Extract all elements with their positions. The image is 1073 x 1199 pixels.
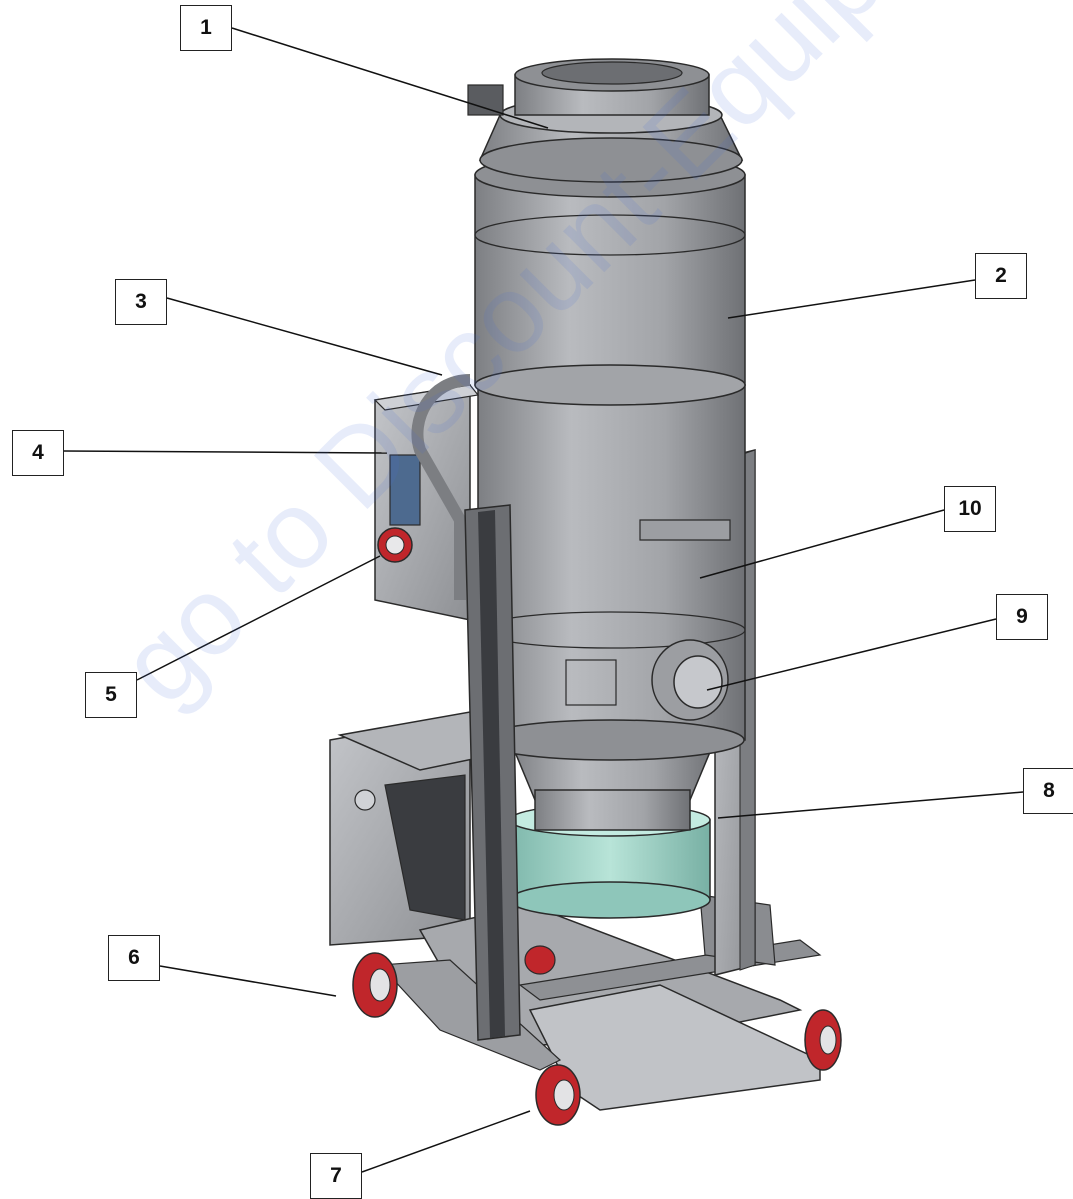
inlet-port bbox=[651, 639, 729, 721]
hose bbox=[411, 374, 471, 600]
callout-1: 1 bbox=[180, 5, 232, 51]
leader-line-10 bbox=[699, 509, 945, 579]
filter-housing bbox=[474, 152, 746, 406]
callout-9: 9 bbox=[996, 594, 1048, 640]
leader-line-7 bbox=[361, 1110, 531, 1173]
leader-line-8 bbox=[717, 791, 1024, 819]
motor-housing bbox=[384, 774, 466, 921]
castor-wheels bbox=[352, 945, 842, 1126]
leader-line-2 bbox=[727, 279, 976, 319]
callout-4: 4 bbox=[12, 430, 64, 476]
callout-10: 10 bbox=[944, 486, 996, 532]
control-box bbox=[373, 384, 480, 621]
callout-7: 7 bbox=[310, 1153, 362, 1199]
leader-line-6 bbox=[159, 965, 337, 997]
callout-8: 8 bbox=[1023, 768, 1073, 814]
callout-5: 5 bbox=[85, 672, 137, 718]
leader-line-9 bbox=[706, 618, 997, 691]
leader-lines bbox=[63, 27, 1024, 1173]
callout-6: 6 bbox=[108, 935, 160, 981]
leader-line-5 bbox=[136, 555, 381, 681]
callout-3: 3 bbox=[115, 279, 167, 325]
leader-line-4 bbox=[63, 450, 388, 454]
leader-line-3 bbox=[166, 297, 443, 376]
motor-head bbox=[467, 58, 744, 183]
callout-2: 2 bbox=[975, 253, 1027, 299]
leader-line-1 bbox=[231, 27, 549, 129]
